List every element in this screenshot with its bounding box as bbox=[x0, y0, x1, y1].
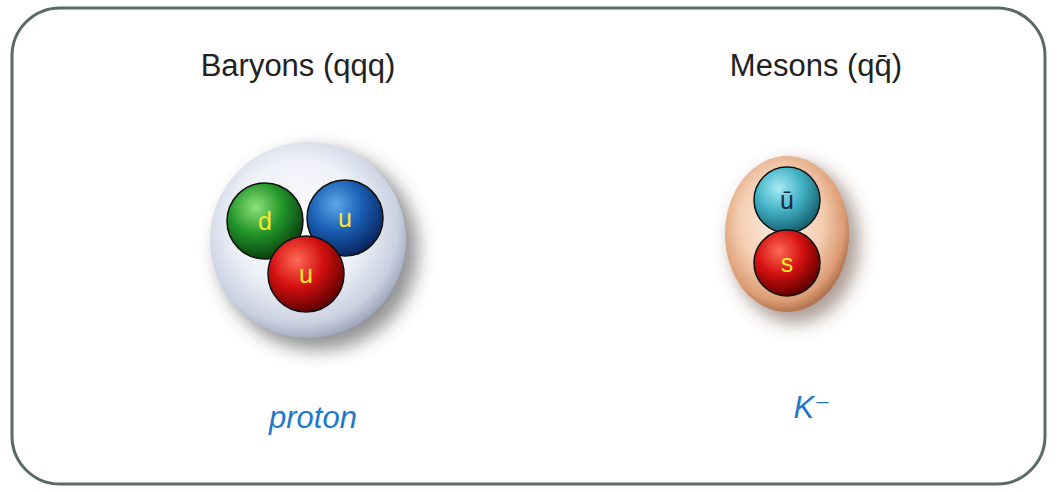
particle-name: K⁻ bbox=[793, 391, 830, 425]
up-quark: u bbox=[267, 235, 345, 313]
quark-letter: u bbox=[299, 262, 313, 287]
quark-letter: u bbox=[338, 206, 352, 231]
meson-heading: Mesons (qq̄) bbox=[730, 49, 902, 83]
quark-letter: d bbox=[258, 209, 272, 234]
strange-quark: s bbox=[753, 229, 821, 297]
quark-outline bbox=[268, 236, 344, 312]
anti-up-quark: ū bbox=[753, 166, 821, 234]
proton-glow bbox=[210, 142, 406, 338]
quark-letter: s bbox=[781, 251, 794, 276]
meson-glow bbox=[725, 156, 849, 312]
panel-frame bbox=[12, 8, 1045, 484]
particle-name: proton bbox=[269, 401, 357, 435]
quark-outline bbox=[754, 167, 820, 233]
quark-letter: ū bbox=[780, 188, 794, 213]
quark-outline bbox=[754, 230, 820, 296]
baryon-heading: Baryons (qqq) bbox=[201, 49, 396, 83]
